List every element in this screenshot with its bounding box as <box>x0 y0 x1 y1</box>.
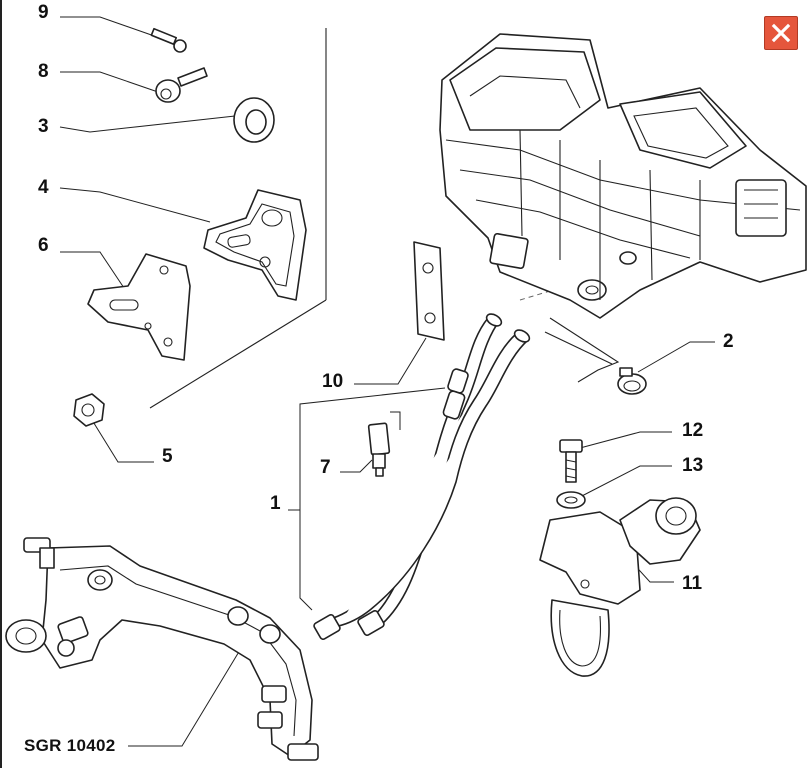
leader-3 <box>59 115 236 133</box>
leader-sgr <box>128 649 241 747</box>
valve-11-drawing <box>539 497 701 677</box>
callout-4: 4 <box>38 177 49 198</box>
close-button[interactable] <box>764 16 798 50</box>
plate-6-drawing <box>87 253 191 361</box>
callout-5: 5 <box>162 446 173 467</box>
frame-line-diagonal <box>149 299 327 409</box>
callout-8: 8 <box>38 61 49 82</box>
bolt-12-drawing <box>559 439 583 483</box>
callout-7: 7 <box>320 457 331 478</box>
dash-line-1 <box>519 275 601 301</box>
nut-5-drawing <box>73 393 105 427</box>
callout-2: 2 <box>723 331 734 352</box>
pointer-bracket <box>549 317 620 383</box>
callout-12: 12 <box>682 420 704 441</box>
water-manifold-drawing <box>5 537 319 761</box>
leader-1b <box>299 510 313 611</box>
callout-1: 1 <box>270 493 281 514</box>
screw-8-drawing <box>155 67 208 103</box>
left-border-line <box>0 0 2 768</box>
callout-9: 9 <box>38 2 49 23</box>
leader-lines <box>59 16 715 747</box>
heater-box-drawing <box>439 33 807 319</box>
leader-2 <box>637 341 715 373</box>
leader-13 <box>577 465 672 499</box>
leader-1a <box>288 387 446 511</box>
bolt-9-drawing <box>150 27 187 53</box>
callout-11: 11 <box>682 573 703 594</box>
hoses-1-drawing <box>313 313 531 640</box>
sensor-7-drawing <box>367 422 391 477</box>
leader-4 <box>59 187 211 223</box>
leader-6 <box>60 251 129 295</box>
leader-9 <box>60 16 161 39</box>
seal-3-drawing <box>233 97 275 143</box>
leader-5 <box>91 419 154 463</box>
leader-7b <box>390 411 401 430</box>
leader-10 <box>354 337 427 385</box>
leader-12 <box>579 431 672 449</box>
close-icon <box>771 23 791 43</box>
gasket-10-drawing <box>413 241 445 341</box>
callout-3: 3 <box>38 116 49 137</box>
callout-13: 13 <box>682 455 704 476</box>
reference-code: SGR 10402 <box>24 736 116 755</box>
washer-13-drawing <box>556 491 586 509</box>
pointer-line <box>544 331 613 365</box>
leader-8 <box>60 71 159 93</box>
gasket-4-drawing <box>203 189 307 301</box>
callout-10: 10 <box>322 371 344 392</box>
leader-7 <box>340 459 373 473</box>
clamp-2-drawing <box>617 367 647 395</box>
callout-6: 6 <box>38 235 49 256</box>
